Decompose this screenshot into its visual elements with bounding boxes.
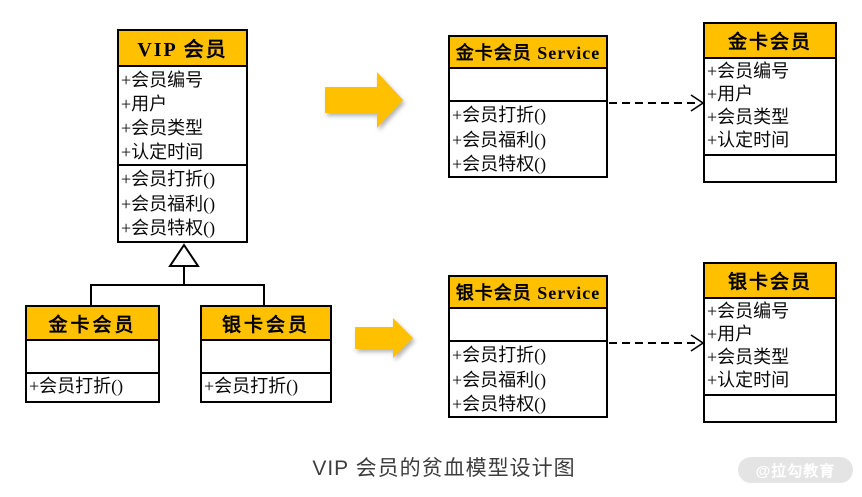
method-line: +会员打折() — [121, 169, 216, 190]
class-box-silver-service: 银卡会员 Service +会员打折() +会员福利() +会员特权() — [448, 275, 608, 418]
class-methods-gold-sub: +会员打折() — [27, 372, 158, 401]
class-attributes-gold-entity: +会员编号 +用户 +会员类型 +认定时间 — [705, 59, 835, 154]
class-methods-gold-entity — [705, 154, 835, 181]
method-line: +会员特权() — [452, 154, 547, 175]
class-methods-silver-sub: +会员打折() — [202, 372, 330, 401]
block-arrow-top-icon — [325, 72, 403, 128]
inheritance-branch-line — [90, 284, 265, 305]
attribute-line: +会员类型 — [707, 107, 790, 127]
class-methods-gold-service: +会员打折() +会员福利() +会员特权() — [450, 100, 606, 176]
class-title-gold-service: 金卡会员 Service — [450, 37, 606, 70]
inheritance-triangle-icon — [168, 243, 200, 267]
class-box-gold-sub: 金卡会员 +会员打折() — [25, 305, 160, 403]
method-line: +会员打折() — [452, 345, 547, 366]
attribute-line: +会员编号 — [707, 301, 790, 321]
attribute-line: +用户 — [121, 93, 168, 114]
class-attributes-silver-entity: +会员编号 +用户 +会员类型 +认定时间 — [705, 299, 835, 394]
class-attributes-gold-sub — [27, 341, 158, 372]
class-title-silver-entity: 银卡会员 — [705, 264, 835, 299]
diagram-caption: VIP 会员的贫血模型设计图 — [312, 457, 576, 480]
method-line: +会员福利() — [452, 129, 547, 150]
class-box-silver-sub: 银卡会员 +会员打折() — [200, 305, 332, 403]
method-line: +会员特权() — [121, 218, 216, 239]
class-methods-vip: +会员打折() +会员福利() +会员特权() — [119, 164, 246, 241]
method-line: +会员福利() — [452, 369, 547, 390]
attribute-line: +用户 — [707, 84, 754, 104]
class-box-vip: VIP 会员 +会员编号 +用户 +会员类型 +认定时间 +会员打折() +会员… — [117, 29, 248, 243]
class-attributes-silver-service — [450, 309, 606, 340]
class-box-gold-entity: 金卡会员 +会员编号 +用户 +会员类型 +认定时间 — [703, 22, 837, 183]
class-title-vip: VIP 会员 — [119, 31, 246, 67]
method-line: +会员打折() — [452, 105, 547, 126]
class-title-gold-entity: 金卡会员 — [705, 24, 835, 59]
class-box-gold-service: 金卡会员 Service +会员打折() +会员福利() +会员特权() — [448, 35, 608, 178]
class-title-silver-service: 银卡会员 Service — [450, 277, 606, 310]
method-line: +会员特权() — [452, 394, 547, 415]
attribute-line: +认定时间 — [707, 130, 790, 150]
attribute-line: +认定时间 — [707, 370, 790, 390]
class-methods-silver-service: +会员打折() +会员福利() +会员特权() — [450, 340, 606, 416]
class-methods-silver-entity — [705, 394, 835, 421]
attribute-line: +会员类型 — [707, 347, 790, 367]
method-line: +会员福利() — [121, 193, 216, 214]
method-line: +会员打折() — [204, 376, 299, 396]
class-title-gold-sub: 金卡会员 — [27, 307, 158, 341]
class-title-silver-sub: 银卡会员 — [202, 307, 330, 341]
class-box-silver-entity: 银卡会员 +会员编号 +用户 +会员类型 +认定时间 — [703, 262, 837, 423]
block-arrow-bottom-icon — [355, 318, 413, 358]
attribute-line: +会员编号 — [121, 69, 204, 90]
method-line: +会员打折() — [29, 376, 124, 396]
attribute-line: +用户 — [707, 324, 754, 344]
watermark-badge: @拉勾教育 — [738, 457, 853, 483]
attribute-line: +会员类型 — [121, 117, 204, 138]
class-attributes-gold-service — [450, 69, 606, 100]
class-attributes-vip: +会员编号 +用户 +会员类型 +认定时间 — [119, 67, 246, 165]
attribute-line: +认定时间 — [121, 141, 204, 162]
attribute-line: +会员编号 — [707, 61, 790, 81]
class-attributes-silver-sub — [202, 341, 330, 372]
